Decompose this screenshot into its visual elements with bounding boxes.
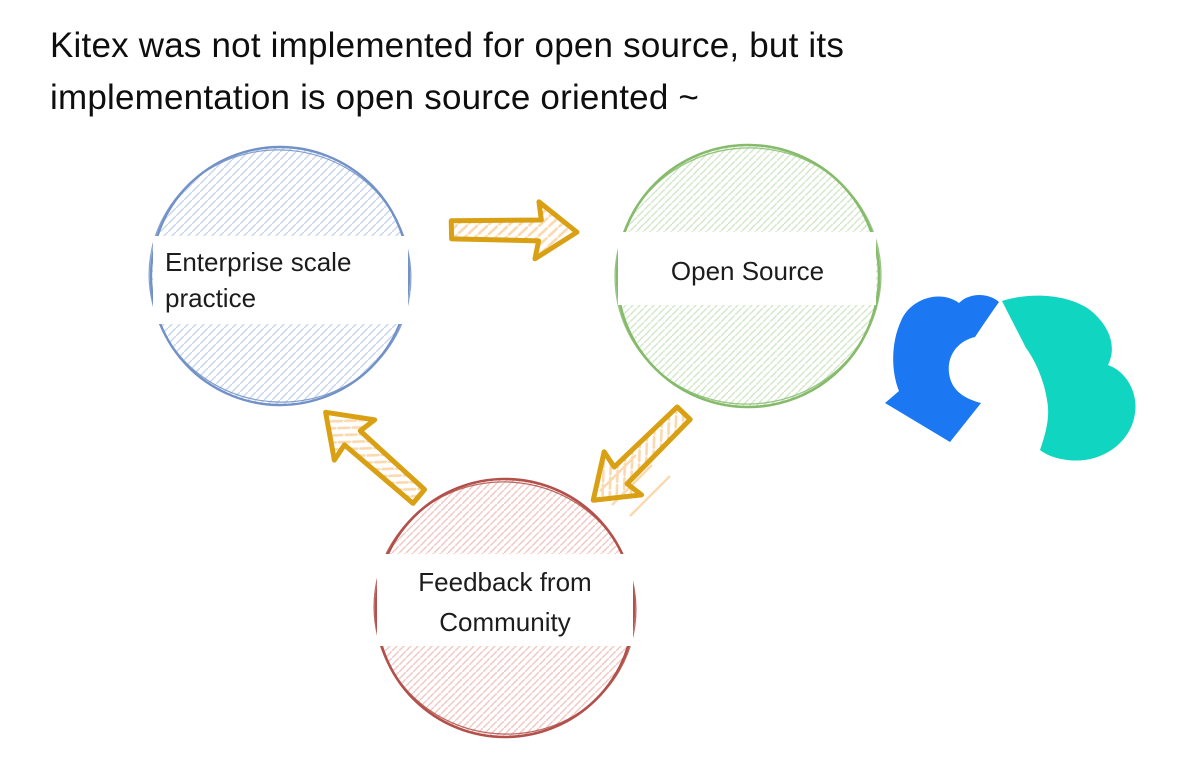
node-enterprise-practice [148, 145, 412, 407]
enterprise-practice-label: Enterprise scale practice [165, 244, 405, 316]
arrow-feedback-to-enterprise [306, 392, 437, 520]
node-open-source [614, 143, 882, 409]
open-source-label-line-1: Open Source [670, 256, 825, 286]
arrow-opensource-to-feedback [574, 394, 705, 522]
slide-title: Kitex was not implemented for open sourc… [50, 20, 1160, 124]
node-community-feedback [373, 477, 637, 739]
arrow-enterprise-to-opensource [450, 199, 578, 260]
open-source-label: Open Source [616, 254, 879, 288]
slide-title-line-2: implementation is open source oriented ~ [50, 78, 700, 117]
slide-title-line-1: Kitex was not implemented for open sourc… [50, 26, 845, 65]
cloudwego-logo-icon [885, 295, 1136, 461]
enterprise-practice-label-line-1: Enterprise scale [165, 247, 352, 277]
community-feedback-label-line-2: Community [439, 607, 571, 637]
enterprise-practice-label-line-2: practice [165, 283, 257, 313]
community-feedback-label-line-1: Feedback from [418, 567, 592, 597]
community-feedback-label: Feedback from Community [377, 562, 633, 642]
